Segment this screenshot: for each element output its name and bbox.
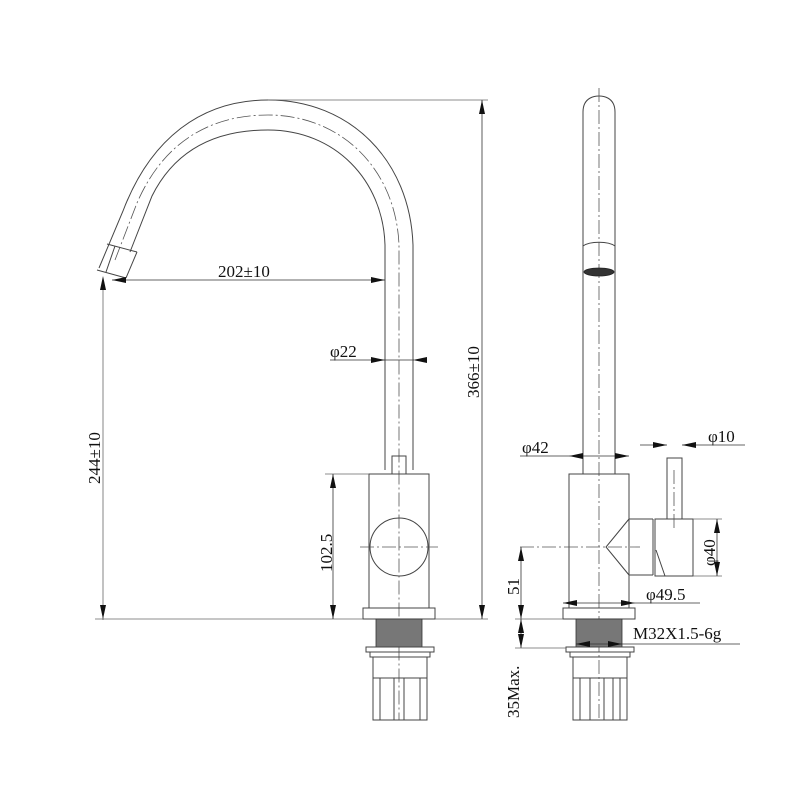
dim-body-diameter: φ42 bbox=[522, 438, 549, 457]
side-thread bbox=[575, 618, 623, 648]
dim-body-height: 102.5 bbox=[317, 534, 336, 572]
front-view: 202±10 244±10 366±10 φ22 102.5 bbox=[85, 99, 488, 721]
dim-lever-diameter: φ40 bbox=[700, 539, 719, 566]
dim-handle-diameter: φ10 bbox=[708, 427, 735, 446]
spout-centerline bbox=[114, 114, 400, 720]
aerator-line bbox=[106, 243, 138, 253]
mounting-nut bbox=[372, 677, 428, 721]
thread-spec: M32X1.5-6g bbox=[633, 624, 722, 643]
aerator-tip bbox=[96, 269, 127, 279]
dim-base-diameter: φ49.5 bbox=[646, 585, 686, 604]
lever-handle bbox=[666, 457, 683, 520]
thread bbox=[375, 618, 423, 648]
dim-spout-height: 244±10 bbox=[85, 432, 104, 484]
side-view: φ42 φ10 φ40 φ49.5 51 35Max. bbox=[504, 88, 745, 721]
spout-inner bbox=[129, 129, 386, 470]
dim-total-height: 366±10 bbox=[464, 346, 483, 398]
aerator bbox=[583, 267, 615, 277]
side-mounting-nut bbox=[572, 677, 628, 721]
dim-axis-height: 51 bbox=[504, 578, 523, 595]
dim-spout-diameter: φ22 bbox=[330, 342, 357, 361]
dim-max-thickness: 35Max. bbox=[504, 666, 523, 718]
spout-outer bbox=[98, 99, 414, 470]
dim-reach: 202±10 bbox=[218, 262, 270, 281]
